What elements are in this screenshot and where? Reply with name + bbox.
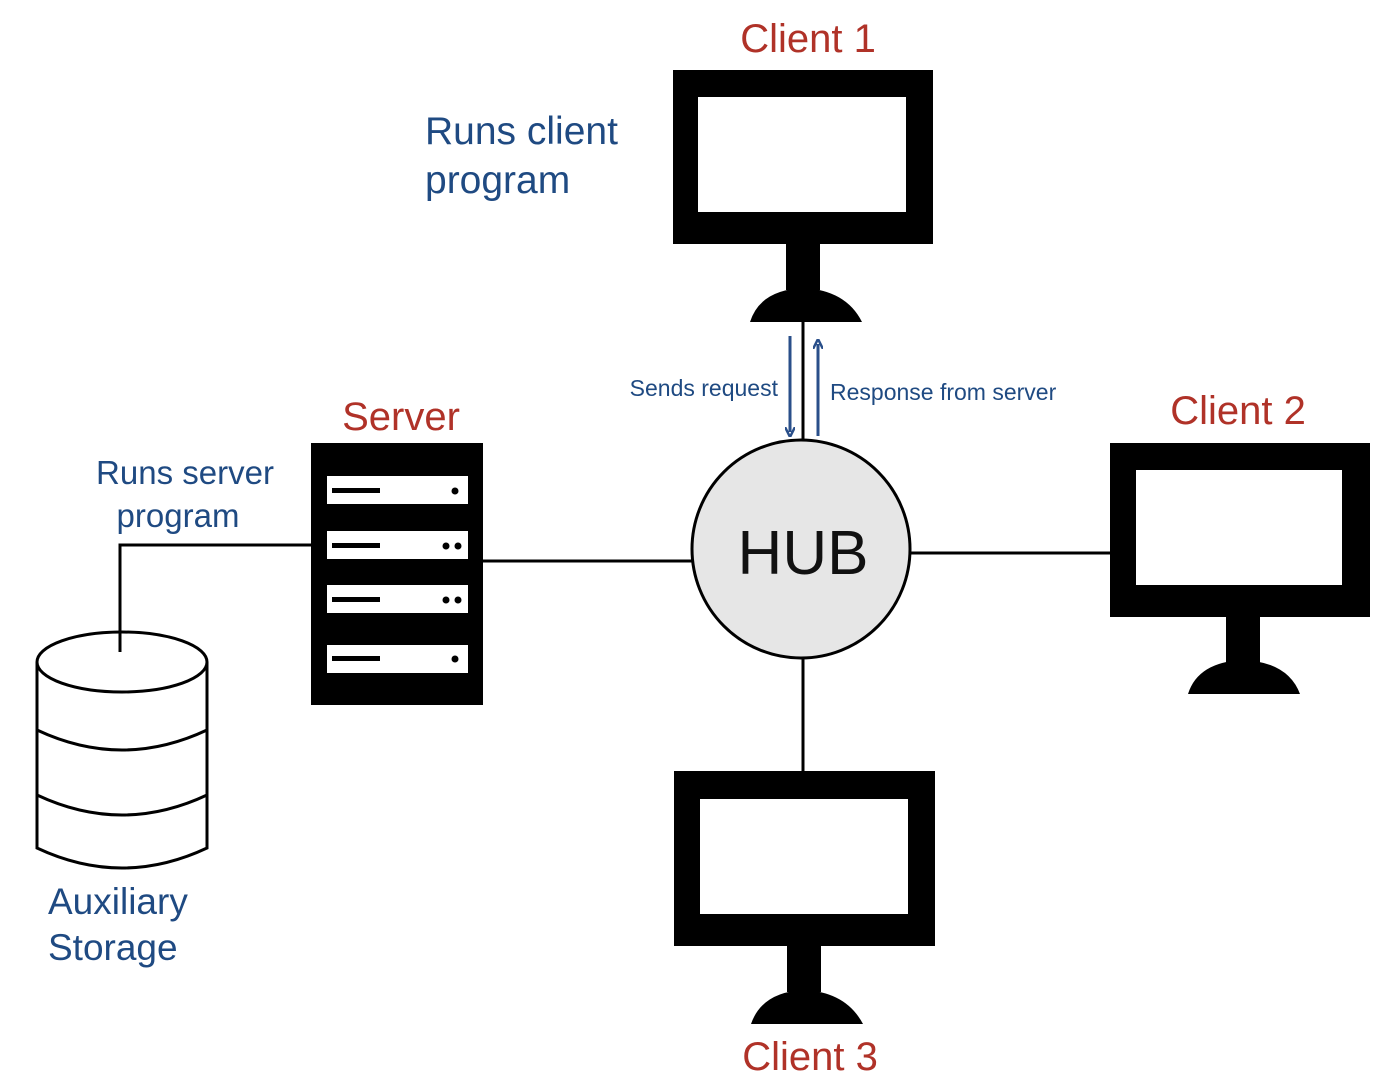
client1-note-line1: Runs client bbox=[425, 110, 618, 153]
client1-monitor-icon bbox=[673, 70, 933, 322]
storage-label-line2: Storage bbox=[48, 927, 178, 968]
storage-label-line1: Auxiliary bbox=[48, 881, 188, 922]
client3-label: Client 3 bbox=[742, 1035, 878, 1079]
client2-monitor-icon bbox=[1110, 443, 1370, 694]
server-label: Server bbox=[342, 395, 460, 439]
connections bbox=[118, 318, 1112, 773]
client3-monitor-icon bbox=[674, 771, 935, 1024]
link-server-storage bbox=[118, 543, 312, 652]
request-label: Sends request bbox=[630, 375, 779, 401]
hub-label: HUB bbox=[738, 519, 869, 588]
client2-label: Client 2 bbox=[1170, 389, 1306, 433]
server-note-line2: program bbox=[117, 497, 240, 534]
hub-node: HUB bbox=[690, 438, 912, 660]
server-rack-icon bbox=[311, 443, 483, 705]
storage-database-icon bbox=[35, 630, 209, 870]
response-label: Response from server bbox=[830, 379, 1057, 405]
client1-note-line2: program bbox=[425, 159, 570, 202]
client1-label: Client 1 bbox=[740, 17, 876, 61]
server-note-line1: Runs server bbox=[96, 454, 274, 491]
